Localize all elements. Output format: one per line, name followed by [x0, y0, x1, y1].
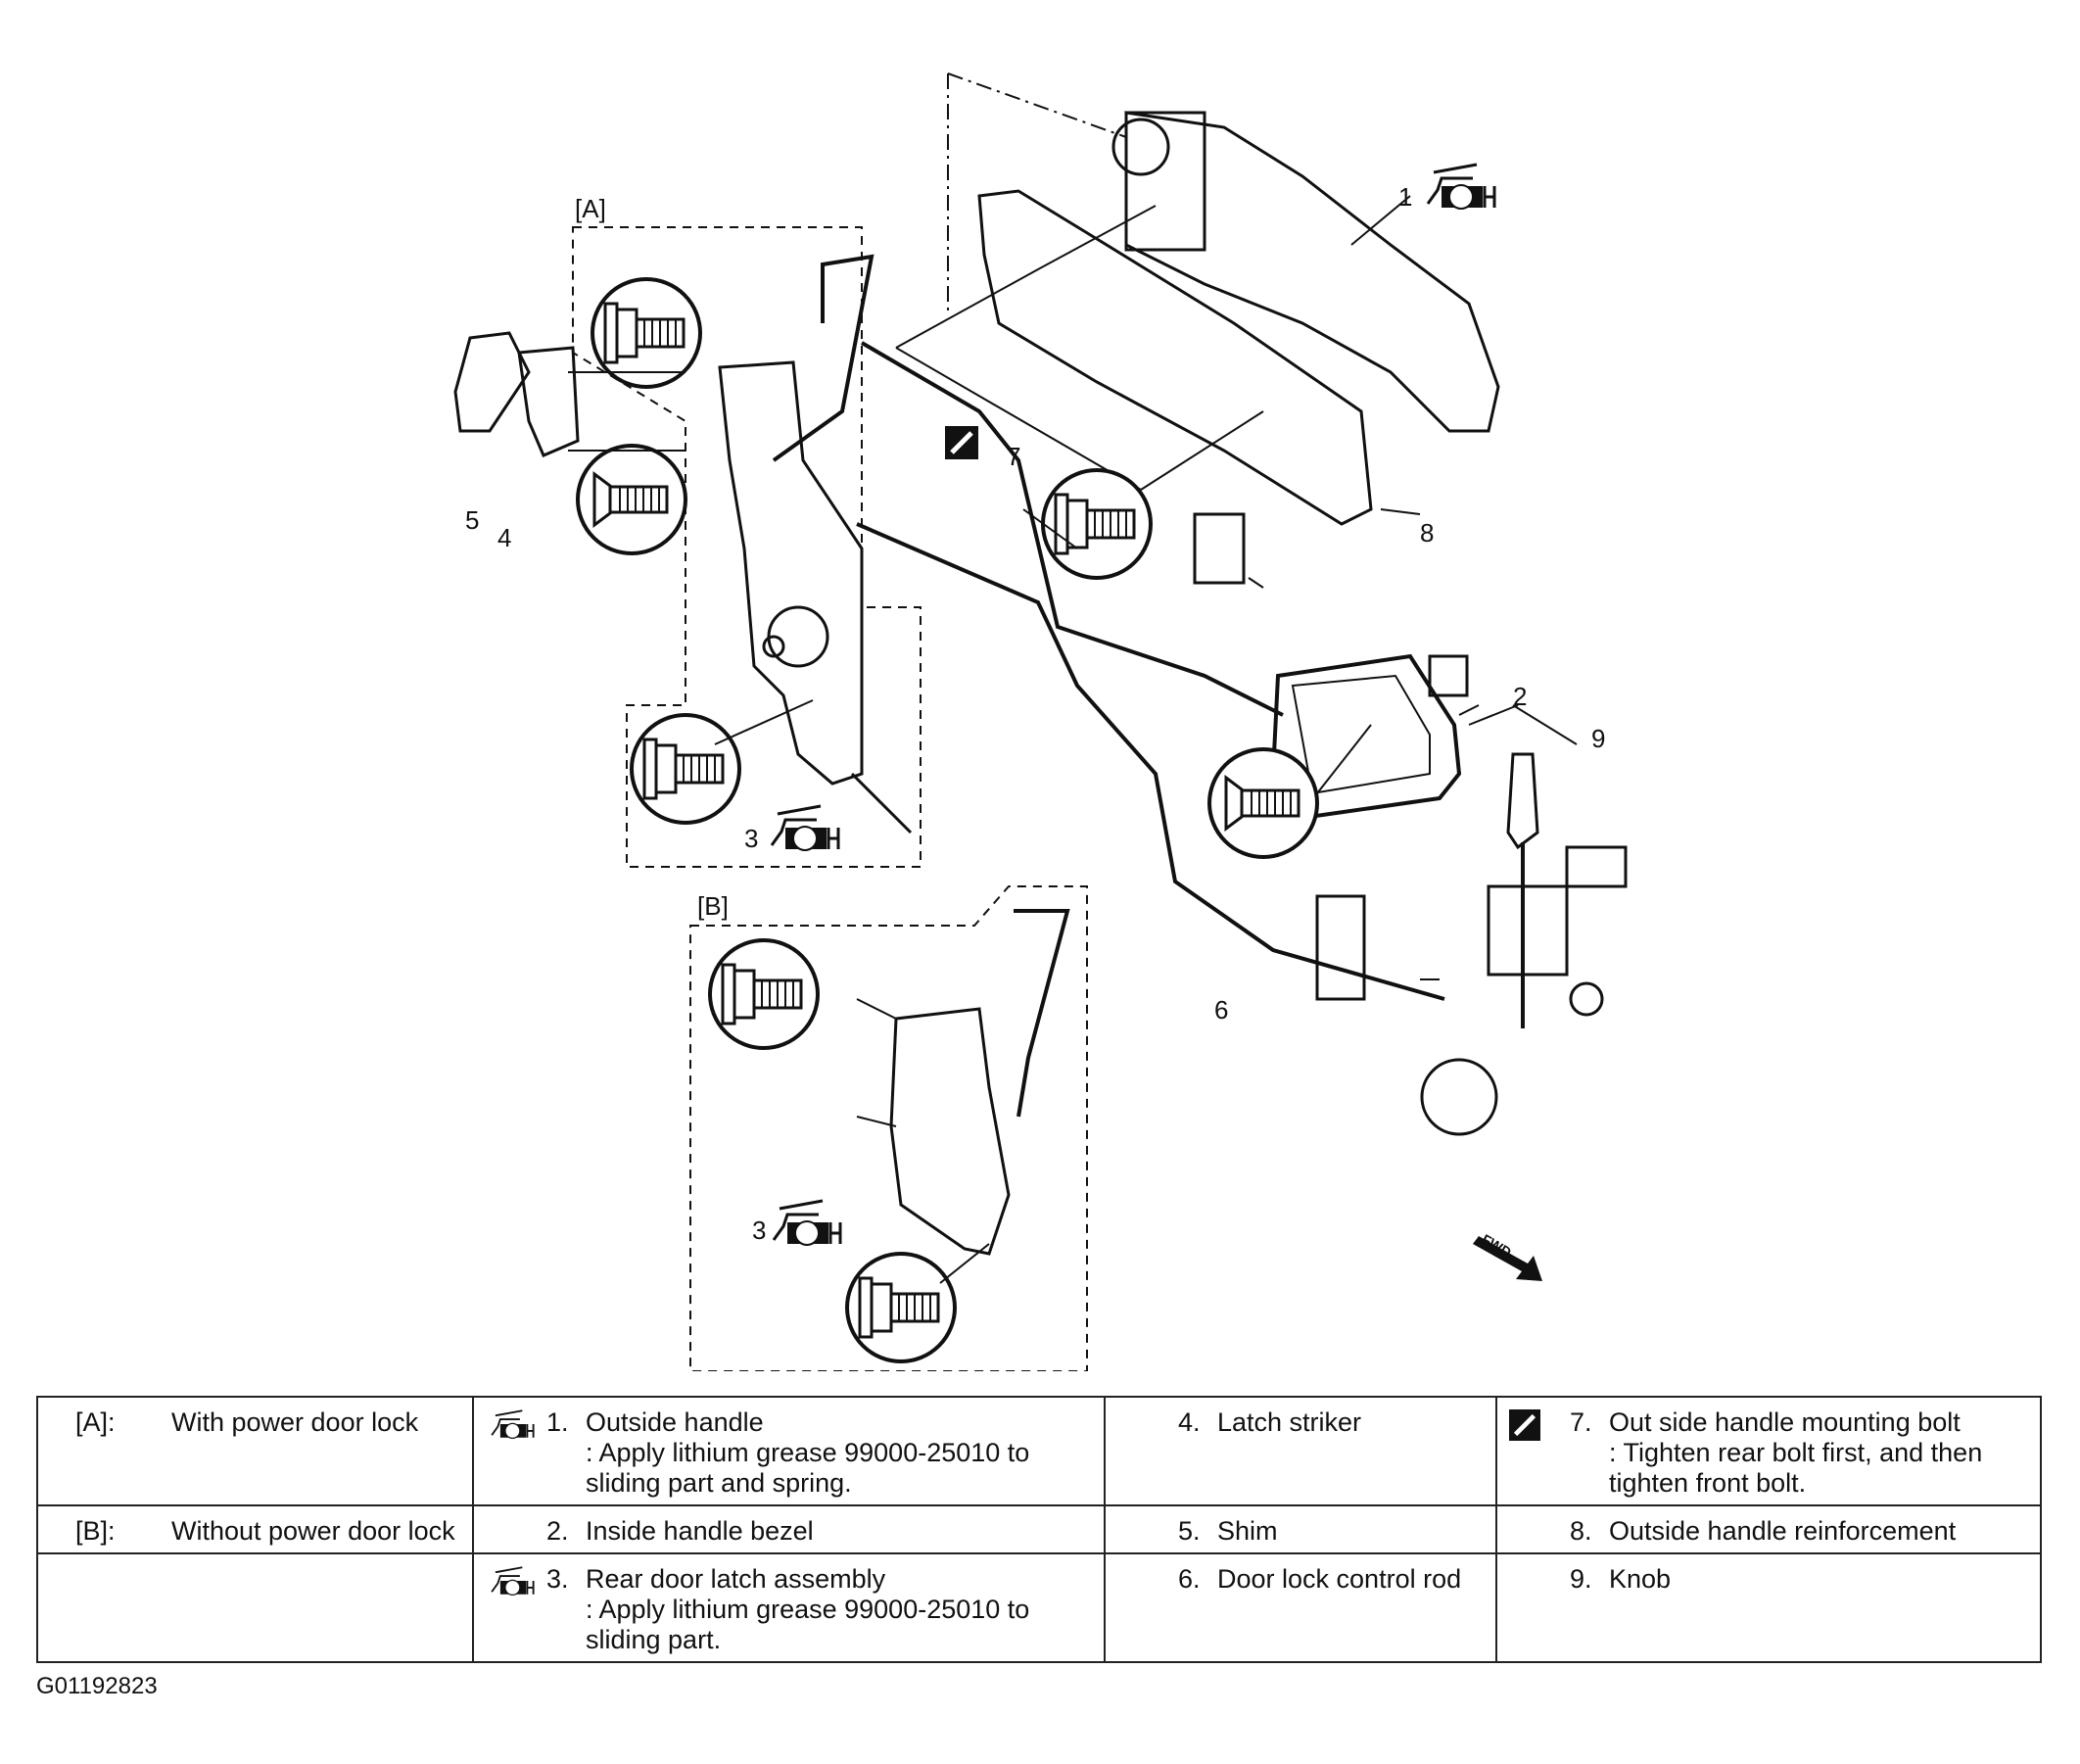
legend-line: Shim [1217, 1516, 1278, 1546]
legend-line: Knob [1609, 1564, 1672, 1594]
callout-5: 5 [465, 505, 479, 535]
rod-clip-2 [1428, 654, 1469, 697]
legend-line: sliding part and spring. [586, 1468, 852, 1498]
latch-bolt-a-lower [630, 713, 741, 825]
inside-handle-bolt [1207, 747, 1319, 859]
legend-line: Door lock control rod [1217, 1564, 1462, 1594]
callout-3a: 3 [744, 824, 758, 853]
legend-row-1: [A]: With power door lock 1. Outside hand… [36, 1396, 2042, 1506]
latch-bolt-a [591, 277, 702, 389]
label-group-a: [A] [575, 194, 606, 223]
legend-num: 8. [1570, 1516, 1592, 1546]
legend-num: 7. [1570, 1407, 1592, 1437]
legend-cell-group-a: [A]: With power door lock [36, 1396, 474, 1506]
rod-clip [1193, 512, 1246, 585]
latch-rod [772, 254, 875, 462]
callout-1: 1 [1398, 182, 1412, 212]
legend-line: : Apply lithium grease 99000-25010 to [586, 1438, 1030, 1467]
legend-cell-item-8: 8. Outside handle reinforcement [1495, 1504, 2042, 1554]
callout-3b: 3 [752, 1216, 766, 1245]
callout-8: 8 [1420, 518, 1434, 548]
door-lock-control-rod [856, 522, 1445, 1001]
legend-text: Without power door lock [171, 1516, 455, 1546]
legend-cell-item-4: 4. Latch striker [1104, 1396, 1497, 1506]
label-group-b: [B] [697, 891, 729, 921]
legend-num: 2. [546, 1516, 569, 1546]
legend-cell-item-3: 3. Rear door latch assembly: Apply lithi… [472, 1552, 1106, 1663]
rear-door-latch-assembly-a [718, 360, 864, 786]
legend-prefix: [A]: [75, 1407, 116, 1437]
outside-handle-bolt [1041, 468, 1153, 580]
knob [1506, 752, 1539, 850]
legend-line: Inside handle bezel [586, 1516, 814, 1546]
group-b-outline [689, 885, 1088, 1371]
grease-a-icon-3b [772, 1199, 842, 1247]
door-lock-exploded-diagram: [A] [B] 1 2 3 3 4 5 6 7 8 9 FWD [453, 72, 1628, 1371]
knob-rod-guide [1487, 884, 1569, 977]
callout-7: 7 [1007, 442, 1020, 471]
legend-line: : Tighten rear bolt first, and then [1609, 1438, 1983, 1467]
legend-prefix: [B]: [75, 1516, 116, 1546]
shim [453, 331, 531, 433]
legend-line: : Apply lithium grease 99000-25010 to [586, 1595, 1030, 1624]
grease-a-icon [491, 1566, 535, 1596]
legend-num: 6. [1178, 1564, 1201, 1594]
legend-num: 5. [1178, 1516, 1201, 1546]
legend-cell-empty [36, 1552, 474, 1663]
legend-cell-group-b: [B]: Without power door lock [36, 1504, 474, 1554]
legend-line: Rear door latch assembly [586, 1564, 886, 1594]
latch-striker [517, 346, 580, 457]
rear-door-latch-assembly-b [889, 1007, 1011, 1256]
legend-line: Outside handle reinforcement [1609, 1516, 1957, 1546]
legend-line: Outside handle [586, 1407, 764, 1437]
handle-lock-cylinder [1124, 111, 1206, 252]
grease-a-icon-3a [770, 804, 840, 852]
fwd-arrow-icon [1473, 1236, 1542, 1281]
figure-code: G01192823 [36, 1673, 158, 1699]
callout-4: 4 [497, 523, 511, 552]
callout-6: 6 [1214, 995, 1228, 1025]
parts-legend-table: [A]: With power door lock 1. Outside hand… [36, 1396, 2042, 1663]
legend-line: tighten front bolt. [1609, 1468, 1807, 1498]
legend-cell-item-9: 9. Knob [1495, 1552, 2042, 1663]
grease-a-icon-1 [1426, 163, 1496, 211]
legend-cell-item-5: 5. Shim [1104, 1504, 1497, 1554]
callout-2: 2 [1513, 682, 1527, 711]
legend-text: With power door lock [171, 1407, 419, 1437]
legend-cell-item-1: 1. Outside handle: Apply lithium grease … [472, 1396, 1106, 1506]
legend-num: 4. [1178, 1407, 1201, 1437]
outside-handle-reinforcement [977, 189, 1373, 526]
latch-bolt-b-upper [708, 938, 820, 1050]
legend-cell-item-7: 7. Out side handle mounting bolt: Tighte… [1495, 1396, 2042, 1506]
legend-line: sliding part. [586, 1625, 722, 1654]
inner-rod [860, 341, 1284, 717]
legend-line: Latch striker [1217, 1407, 1362, 1437]
legend-row-2: [B]: Without power door lock 2. Inside han… [36, 1504, 2042, 1554]
legend-num: 9. [1570, 1564, 1592, 1594]
latch-bolt-b-lower [845, 1252, 957, 1363]
grease-a-icon [491, 1409, 535, 1439]
lock-actuator-knob [1420, 1058, 1498, 1136]
legend-line: Out side handle mounting bolt [1609, 1407, 1961, 1437]
callout-9: 9 [1591, 724, 1605, 753]
legend-num: 1. [546, 1407, 569, 1437]
legend-row-3: 3. Rear door latch assembly: Apply lithi… [36, 1552, 2042, 1663]
outside-handle [1124, 111, 1500, 433]
rod-clip-3 [1565, 845, 1628, 888]
legend-cell-item-6: 6. Door lock control rod [1104, 1552, 1497, 1663]
striker-bolt [576, 444, 687, 555]
rod-guide-left [1315, 894, 1366, 1001]
legend-num: 3. [546, 1564, 569, 1594]
legend-cell-item-2: 2. Inside handle bezel [472, 1504, 1106, 1554]
tighten-icon [1509, 1409, 1540, 1441]
